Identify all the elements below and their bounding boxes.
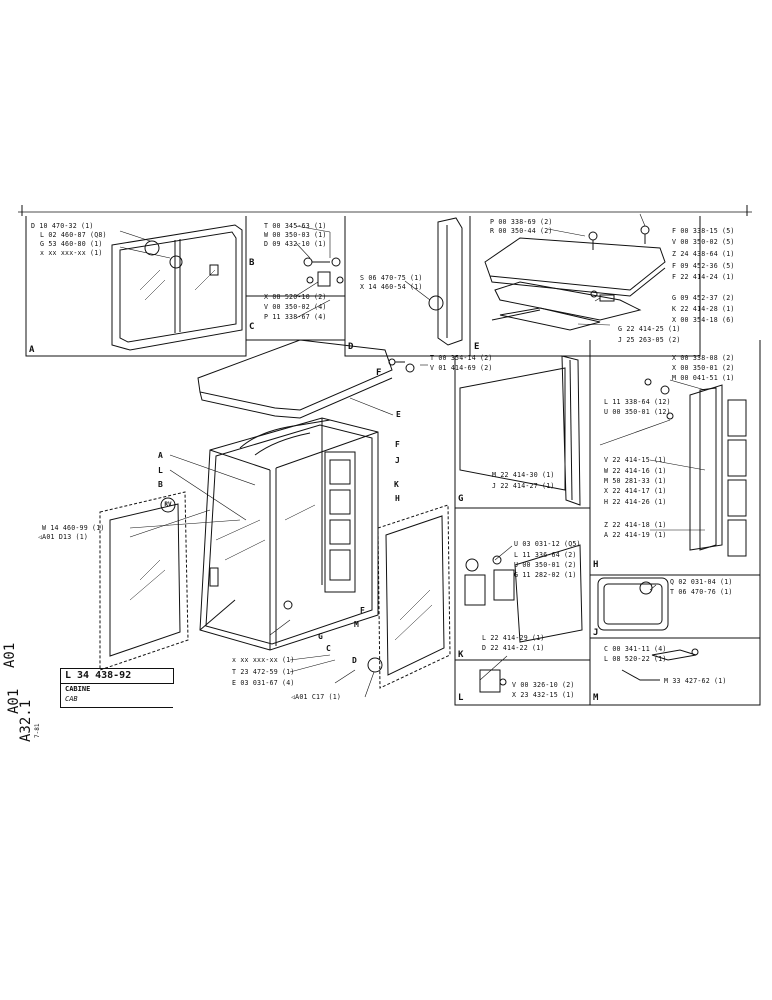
part-label: G 11 282-02 (1): [514, 571, 577, 579]
callout-letter: E: [396, 410, 401, 419]
part-label: F 09 452-36 (5): [672, 262, 735, 270]
side-code-small: 7-81: [34, 723, 41, 738]
panel-letter-a: A: [29, 345, 35, 355]
part-label: J 22 414-27 (1): [492, 482, 555, 490]
part-label-ref: ◁A01 D13 (1): [38, 533, 89, 541]
part-label: K 22 414-28 (1): [672, 305, 735, 313]
title-name: CABINE: [65, 685, 91, 693]
part-label: x xx xxx-xx (1): [232, 656, 295, 664]
side-code-1: A01: [2, 642, 18, 668]
part-label: W 14 460-99 (1): [42, 524, 105, 532]
part-label: U 00 350-01 (12): [604, 408, 671, 416]
part-label: M 33 427-62 (1): [664, 677, 727, 685]
part-label: G 09 452-37 (2): [672, 294, 735, 302]
part-label: V 00 350-02 (5): [672, 238, 735, 246]
part-label: X 08 520-10 (2): [264, 293, 327, 301]
callout-letter: L: [158, 466, 163, 475]
part-label: X 00 354-18 (6): [672, 316, 735, 324]
part-label: X 14 460-54 (1): [360, 283, 423, 291]
panel-letter-e: E: [474, 342, 480, 352]
callout-letter: G: [318, 632, 323, 641]
part-label: P 11 338-67 (4): [264, 313, 327, 321]
part-label: X 00 338-08 (2): [672, 354, 735, 362]
part-label: L 11 338-64 (12): [604, 398, 671, 406]
callout-letter: B: [158, 480, 163, 489]
callout-letter: A: [158, 451, 163, 460]
part-label: L 08 520-22 (1): [604, 655, 667, 663]
part-label: X 22 414-17 (1): [604, 487, 667, 495]
part-label: H 22 414-26 (1): [604, 498, 667, 506]
panel-letter-f: F: [376, 368, 382, 378]
panel-letter-h: H: [593, 560, 599, 570]
part-label: V 01 414-69 (2): [430, 364, 493, 372]
part-label: U 00 350-01 (2): [514, 561, 577, 569]
part-label: L 22 414-29 (1): [482, 634, 545, 642]
part-label: M 00 041-51 (1): [672, 374, 735, 382]
panel-letter-g: G: [458, 494, 464, 504]
part-label: L 02 460-87 (Q8): [40, 231, 107, 239]
callout-letter: D: [352, 656, 357, 665]
part-label: Z 22 414-18 (1): [604, 521, 667, 529]
part-label: Z 24 438-64 (1): [672, 250, 735, 258]
part-label: G 22 414-25 (1): [618, 325, 681, 333]
part-label: A 22 414-19 (1): [604, 531, 667, 539]
rv-badge: RV: [164, 501, 172, 508]
panel-letter-d: D: [348, 342, 354, 352]
part-label: W 22 414-16 (1): [604, 467, 667, 475]
callout-letter: C: [326, 644, 331, 653]
callout-letter: F: [360, 606, 365, 615]
part-label: X 23 432-15 (1): [512, 691, 575, 699]
part-label: R 00 350-44 (2): [490, 227, 553, 235]
part-label: M 50 281-33 (1): [604, 477, 667, 485]
part-label: D 10 470-32 (1): [31, 222, 94, 230]
panel-letter-l: L: [458, 693, 464, 703]
part-label: C 00 341-11 (4): [604, 645, 667, 653]
callout-letter: K: [394, 480, 399, 489]
part-label: J 25 263-05 (2): [618, 336, 681, 344]
part-label: U 03 031-12 (Q5): [514, 540, 581, 548]
part-label: W 00 350-03 (1): [264, 231, 327, 239]
part-label: T 06 470-76 (1): [670, 588, 733, 596]
panel-letter-k: K: [458, 650, 464, 660]
panel-letter-c: C: [249, 322, 255, 332]
side-codes-group: A01 A32.1 7-81: [2, 628, 41, 748]
part-label-ref: ◁A01 C17 (1): [291, 693, 342, 701]
callout-letter: M: [354, 620, 359, 629]
callout-letter: F: [395, 440, 400, 449]
part-label: D 09 432-10 (1): [264, 240, 327, 248]
part-label: E 03 031-67 (4): [232, 679, 295, 687]
title-part-number-box: L 34 438-92: [60, 668, 174, 684]
panel-letter-b: B: [249, 258, 255, 268]
part-label: L 11 336-64 (2): [514, 551, 577, 559]
title-part-number: L 34 438-92: [65, 670, 132, 681]
panel-letter-j: J: [593, 628, 599, 638]
part-label: S 06 470-75 (1): [360, 274, 423, 282]
part-label: X 00 350-01 (2): [672, 364, 735, 372]
part-label: V 00 350-02 (4): [264, 303, 327, 311]
part-label: G 53 460-80 (1): [40, 240, 103, 248]
part-label: T 00 354-14 (2): [430, 354, 493, 362]
title-name-box: CABINE CAB: [60, 683, 173, 708]
part-label: P 00 338-69 (2): [490, 218, 553, 226]
callout-letter: H: [395, 494, 400, 503]
part-label: V 00 326-10 (2): [512, 681, 575, 689]
part-label: F 00 338-15 (5): [672, 227, 735, 235]
side-code-2: A32.1: [18, 699, 34, 742]
part-label: T 23 472-59 (1): [232, 668, 295, 676]
part-label: Q 02 031-04 (1): [670, 578, 733, 586]
panel-letter-m: M: [593, 693, 599, 703]
callout-letter: J: [395, 456, 400, 465]
part-label: T 00 345-63 (1): [264, 222, 327, 230]
part-label: V 22 414-15 (1): [604, 456, 667, 464]
part-label: M 22 414-30 (1): [492, 471, 555, 479]
part-label: D 22 414-22 (1): [482, 644, 545, 652]
part-label: F 22 414-24 (1): [672, 273, 735, 281]
title-name-sub: CAB: [65, 695, 78, 703]
part-label: x xx xxx-xx (1): [40, 249, 103, 257]
